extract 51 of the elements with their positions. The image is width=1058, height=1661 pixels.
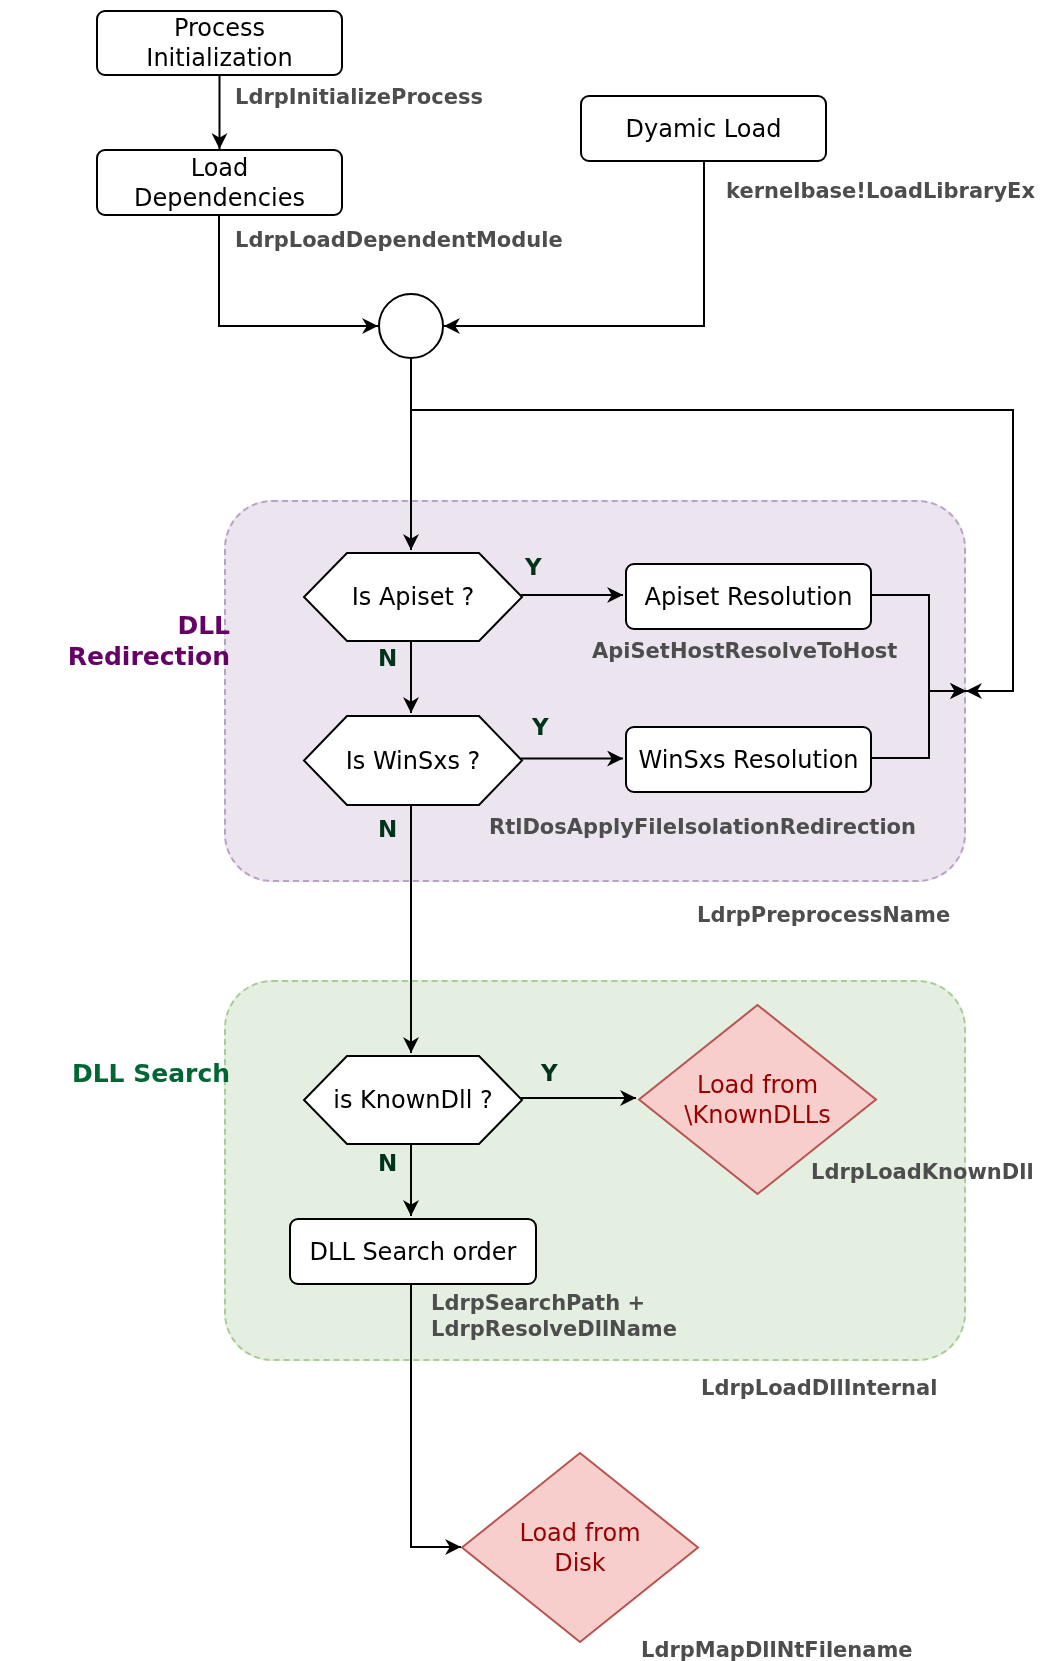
function-name-label: RtlDosApplyFileIsolationRedirection [489, 814, 916, 840]
arrow [218, 215, 379, 334]
node-label: DLL Search order [308, 1236, 518, 1267]
node-label: Is Apiset ? [350, 582, 476, 612]
group-title: DLL Search [70, 1058, 230, 1089]
arrow [211, 75, 228, 150]
process-box [625, 726, 872, 793]
node-label: Apiset Resolution [643, 581, 854, 612]
arrow [403, 639, 419, 714]
node-label: Process Initialization [145, 13, 294, 73]
edge-label: N [378, 816, 398, 842]
load-diamond [461, 1452, 699, 1643]
process-box [625, 563, 872, 630]
function-name-label: ApiSetHostResolveToHost [592, 638, 898, 664]
edge-label: Y [541, 1060, 558, 1086]
arrow [520, 750, 624, 767]
edge-label: N [378, 645, 398, 671]
decision-hexagon [303, 552, 523, 642]
arrow [403, 1142, 419, 1217]
node-label: Dyamic Load [624, 113, 783, 144]
process-box [96, 149, 343, 216]
process-box [96, 10, 343, 76]
arrow [869, 683, 967, 759]
junction-circle [378, 293, 444, 359]
node-label: Load from Disk [518, 1517, 642, 1578]
group-title: DLL Redirection [66, 610, 230, 672]
node-label: Load Dependencies [133, 152, 306, 213]
node-label: Is WinSxs ? [344, 745, 482, 776]
edge-label: LdrpInitializeProcess [235, 84, 483, 110]
arrow [520, 587, 624, 603]
edge-label: LdrpLoadDependentModule [235, 227, 563, 253]
node-label: is KnownDll ? [332, 1085, 494, 1115]
function-name-label: LdrpLoadDllInternal [701, 1375, 938, 1401]
edge-label: Y [532, 714, 549, 740]
arrow [403, 803, 419, 1054]
decision-hexagon [303, 715, 523, 806]
edge-label: kernelbase!LoadLibraryEx [726, 178, 1035, 204]
process-box [289, 1218, 537, 1285]
function-name-label: LdrpPreprocessName [697, 902, 951, 928]
node-label: WinSxs Resolution [637, 744, 860, 775]
arrow [520, 1090, 637, 1106]
function-name-label: LdrpLoadKnownDll [811, 1159, 1034, 1185]
function-name-label: LdrpMapDllNtFilename [641, 1637, 913, 1661]
edge-label: N [378, 1150, 398, 1176]
process-box [580, 95, 827, 162]
node-label: Load from \KnownDLLs [683, 1069, 832, 1130]
arrow [443, 161, 705, 334]
arrow [410, 1282, 462, 1555]
edge-label: Y [525, 554, 542, 580]
edge-label: LdrpSearchPath + LdrpResolveDllName [431, 1290, 678, 1342]
decision-hexagon [303, 1055, 523, 1145]
